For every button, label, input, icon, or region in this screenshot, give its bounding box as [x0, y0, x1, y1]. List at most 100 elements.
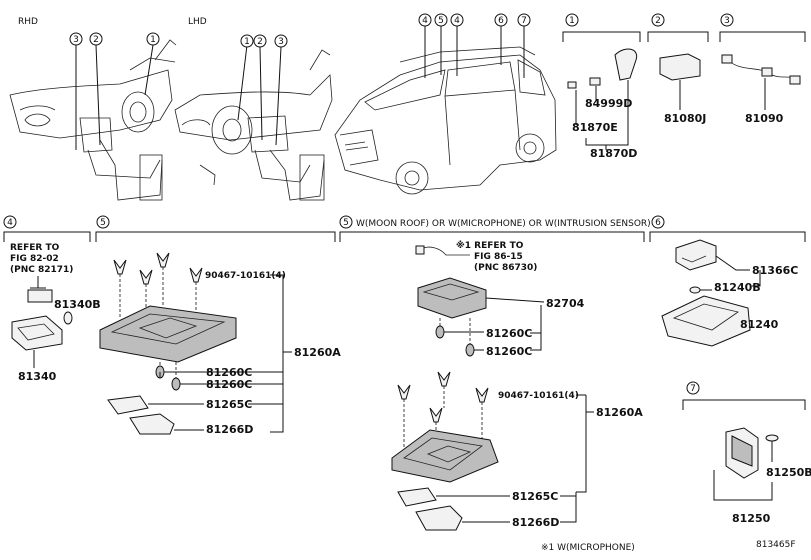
svg-text:3: 3 — [724, 16, 730, 26]
svg-text:5: 5 — [343, 218, 349, 228]
part-81260C-5b-2: 81260C — [486, 345, 532, 358]
key-reminder-switch-part — [614, 48, 638, 81]
interior-light-part — [659, 53, 701, 81]
section-7: 7 81250B 81250 — [682, 381, 811, 525]
lens-81265C-5b-part — [397, 487, 437, 507]
bulb-81240B-part — [689, 286, 701, 294]
svg-text:7: 7 — [521, 16, 527, 26]
switch-81366C-part — [675, 239, 717, 271]
part-81366C: 81366C — [752, 264, 798, 277]
svg-text:4: 4 — [454, 16, 460, 26]
svg-text:2: 2 — [655, 16, 661, 26]
section-5b-footnote: ※1 W(MICROPHONE) — [541, 543, 635, 553]
lhd-callout-2: 2 — [253, 34, 267, 141]
svg-text:7: 7 — [690, 384, 696, 394]
section-5b-refer-line-3: (PNC 86730) — [474, 263, 537, 273]
part-81265C-5a: 81265C — [206, 398, 252, 411]
section-5a-header: 5 — [95, 215, 336, 242]
part-81250: 81250 — [732, 512, 771, 525]
part-81260A-5b: 81260A — [596, 406, 643, 419]
bulb-81340B-part — [63, 311, 73, 325]
part-81266D-5b: 81266D — [512, 516, 559, 529]
socket-part — [27, 289, 53, 303]
rhd-callout-3: 3 — [69, 32, 83, 150]
section-4-refer-line-1: REFER TO — [10, 243, 60, 253]
part-81250B: 81250B — [766, 466, 811, 479]
lhd-callout-3: 3 — [274, 34, 288, 146]
part-81260A-5a: 81260A — [294, 346, 341, 359]
group-3: 3 81090 — [719, 13, 806, 125]
section-5b-header: 5 W(MOON ROOF) OR W(MICROPHONE) OR W(INT… — [339, 215, 651, 242]
part-81240: 81240 — [740, 318, 779, 331]
group-1: 1 84999D 81870E 81870D — [562, 13, 641, 160]
svg-text:4: 4 — [7, 218, 13, 228]
svg-text:3: 3 — [278, 37, 284, 47]
lamp-81340-part — [11, 315, 63, 351]
svg-text:6: 6 — [498, 16, 504, 26]
section-6-header: 6 — [649, 215, 806, 242]
part-90467-10161-5b: 90467-10161(4) — [498, 391, 579, 401]
vehicle-callout-6: 6 — [494, 13, 508, 65]
lhd-dashboard-illustration — [174, 49, 333, 201]
rhd-callout-1: 1 — [144, 32, 160, 96]
section-6: 81366C 81240B 81240 — [661, 239, 798, 347]
group-2: 2 81080J — [647, 13, 709, 125]
console-assembly-82704-part — [417, 277, 487, 319]
svg-text:5: 5 — [438, 16, 444, 26]
section-5b-refer-line-2: FIG 86-15 — [474, 252, 523, 262]
vehicle-callout-5: 5 — [434, 13, 448, 75]
part-81870E: 81870E — [572, 121, 618, 134]
part-81265C-5b: 81265C — [512, 490, 558, 503]
bulb-81250B-part — [765, 434, 779, 442]
vehicle-illustration — [334, 46, 557, 195]
rhd-callout-2: 2 — [89, 32, 103, 146]
lhd-label: LHD — [188, 17, 207, 27]
lens-81266D-5b-part — [415, 505, 463, 531]
part-82704: 82704 — [546, 297, 585, 310]
part-81260C-5a-2: 81260C — [206, 378, 252, 391]
part-81870D: 81870D — [590, 147, 637, 160]
console-box-81260A-5b-part — [391, 429, 499, 483]
figure-code: 813465F — [756, 540, 796, 550]
clip-icons — [113, 252, 203, 285]
section-4-refer-line-2: FIG 82-02 — [10, 254, 59, 264]
lens-81266D-part — [129, 413, 175, 435]
part-81340: 81340 — [18, 370, 57, 383]
svg-text:4: 4 — [422, 16, 428, 26]
part-81080J: 81080J — [664, 112, 706, 125]
vehicle-callout-7: 7 — [517, 13, 531, 78]
section-4-refer-line-3: (PNC 82171) — [10, 265, 73, 275]
rhd-label: RHD — [18, 17, 38, 27]
part-81090: 81090 — [745, 112, 784, 125]
section-5a: 90467-10161(4) 81260C 81260C 81265C 8126… — [99, 252, 341, 436]
part-90467-10161: 90467-10161(4) — [205, 271, 286, 281]
section-5b: ※1 REFER TO FIG 86-15 (PNC 86730) 82704 … — [391, 240, 643, 553]
part-84999D: 84999D — [585, 97, 632, 110]
svg-text:2: 2 — [93, 35, 99, 45]
svg-text:6: 6 — [655, 218, 661, 228]
svg-text:2: 2 — [257, 37, 263, 47]
rhd-dashboard-illustration — [9, 39, 177, 201]
svg-text:5: 5 — [100, 218, 106, 228]
lhd-callout-1: 1 — [237, 34, 254, 121]
svg-text:1: 1 — [150, 35, 156, 45]
clip-part — [589, 77, 601, 86]
section-5b-condition: W(MOON ROOF) OR W(MICROPHONE) OR W(INTRU… — [356, 219, 651, 229]
bulb-part — [567, 81, 577, 89]
svg-text:1: 1 — [569, 16, 575, 26]
part-81340B: 81340B — [54, 298, 101, 311]
svg-text:1: 1 — [244, 37, 250, 47]
section-4-header: 4 — [3, 215, 91, 242]
part-81260C-5b-1: 81260C — [486, 327, 532, 340]
lamp-81240-part — [661, 295, 751, 347]
vehicle-callout-4a: 4 — [418, 13, 432, 78]
lens-81265C-part — [107, 395, 149, 415]
svg-text:3: 3 — [73, 35, 79, 45]
part-81240B: 81240B — [714, 281, 761, 294]
part-81260C-5a-1: 81260C — [206, 366, 252, 379]
section-5b-refer-line-1: ※1 REFER TO — [456, 240, 524, 251]
section-4: REFER TO FIG 82-02 (PNC 82171) 81340B 81… — [10, 243, 101, 383]
vehicle-callout-4b: 4 — [450, 13, 464, 76]
part-81266D-5a: 81266D — [206, 423, 253, 436]
